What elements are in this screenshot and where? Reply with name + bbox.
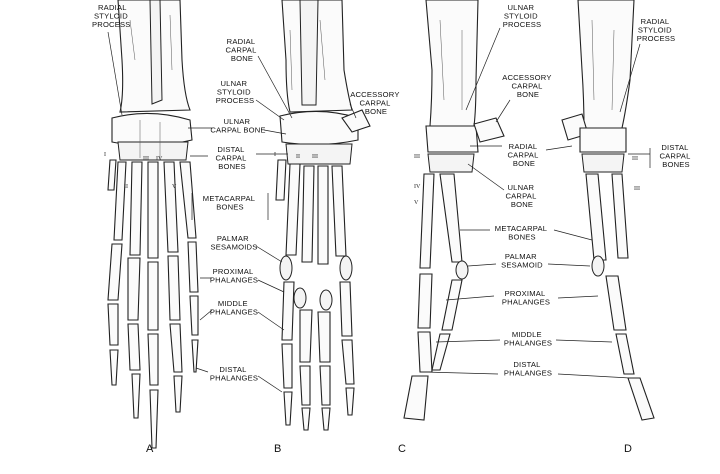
digit-numeral-iii-d: III <box>632 156 638 162</box>
panel-label-d: D <box>624 443 632 455</box>
label-distal-phalanges-b: DISTAL PHALANGES <box>210 365 258 383</box>
panel-a-drawing <box>107 0 199 449</box>
label-middle-phalanges-b: MIDDLE PHALANGES <box>210 299 258 317</box>
digit-numeral-iii-d-2: III <box>634 186 640 192</box>
digit-numeral-ii-a: II <box>124 184 128 190</box>
label-metacarpal-bones-b: METACARPAL BONES <box>203 194 257 212</box>
label-middle-phalanges-c: MIDDLE PHALANGES <box>504 330 552 348</box>
panel-label-c: C <box>398 443 406 455</box>
label-radial-styloid-process-d: RADIAL STYLOID PROCESS <box>637 17 676 43</box>
label-metacarpal-bones-c: METACARPAL BONES <box>495 224 549 242</box>
digit-numeral-iii-a: III <box>143 156 149 162</box>
digit-numeral-iii-b: III <box>312 154 318 160</box>
label-distal-phalanges-c: DISTAL PHALANGES <box>504 360 552 378</box>
digit-numeral-v-a: V <box>172 184 177 190</box>
label-radial-carpal-bone-c: RADIAL CARPAL BONE <box>507 142 540 168</box>
panel-label-a: A <box>146 443 154 455</box>
label-accessory-carpal-bone-c: ACCESSORY CARPAL BONE <box>502 73 554 99</box>
label-distal-carpal-bones-b: DISTAL CARPAL BONES <box>215 145 248 171</box>
label-ulnar-carpal-bone-b: ULNAR CARPAL BONE <box>210 117 265 135</box>
digit-numeral-iv-c: IV <box>414 184 421 190</box>
label-ulnar-styloid-process-c: ULNAR STYLOID PROCESS <box>503 3 542 29</box>
digit-numeral-iv-a: IV <box>156 156 163 162</box>
label-ulnar-carpal-bone-c: ULNAR CARPAL BONE <box>505 183 538 209</box>
panel-d-drawing <box>561 0 655 421</box>
panel-c-drawing <box>403 0 505 421</box>
label-palmar-sesamoid-c: PALMAR SESAMOID <box>501 252 543 270</box>
label-radial-styloid-process-a: RADIAL STYLOID PROCESS <box>92 3 131 29</box>
panel-label-b: B <box>274 443 281 455</box>
label-palmar-sesamoids-b: PALMAR SESAMOIDS <box>211 234 258 252</box>
digit-numeral-i-b: I <box>274 152 276 158</box>
label-proximal-phalanges-c: PROXIMAL PHALANGES <box>502 289 550 307</box>
label-ulnar-styloid-process-b: ULNAR STYLOID PROCESS <box>216 79 255 105</box>
label-radial-carpal-bone-b: RADIAL CARPAL BONE <box>225 37 258 63</box>
label-distal-carpal-bones-d: DISTAL CARPAL BONES <box>659 143 692 169</box>
digit-numeral-i-a: I <box>104 152 106 158</box>
label-accessory-carpal-bone-b: ACCESSORY CARPAL BONE <box>350 90 402 116</box>
label-proximal-phalanges-b: PROXIMAL PHALANGES <box>210 267 258 285</box>
digit-numeral-iii-c: III <box>414 154 420 160</box>
digit-numeral-ii-b: II <box>296 154 300 160</box>
panel-b-drawing <box>275 0 371 431</box>
digit-numeral-v-c: V <box>414 200 419 206</box>
